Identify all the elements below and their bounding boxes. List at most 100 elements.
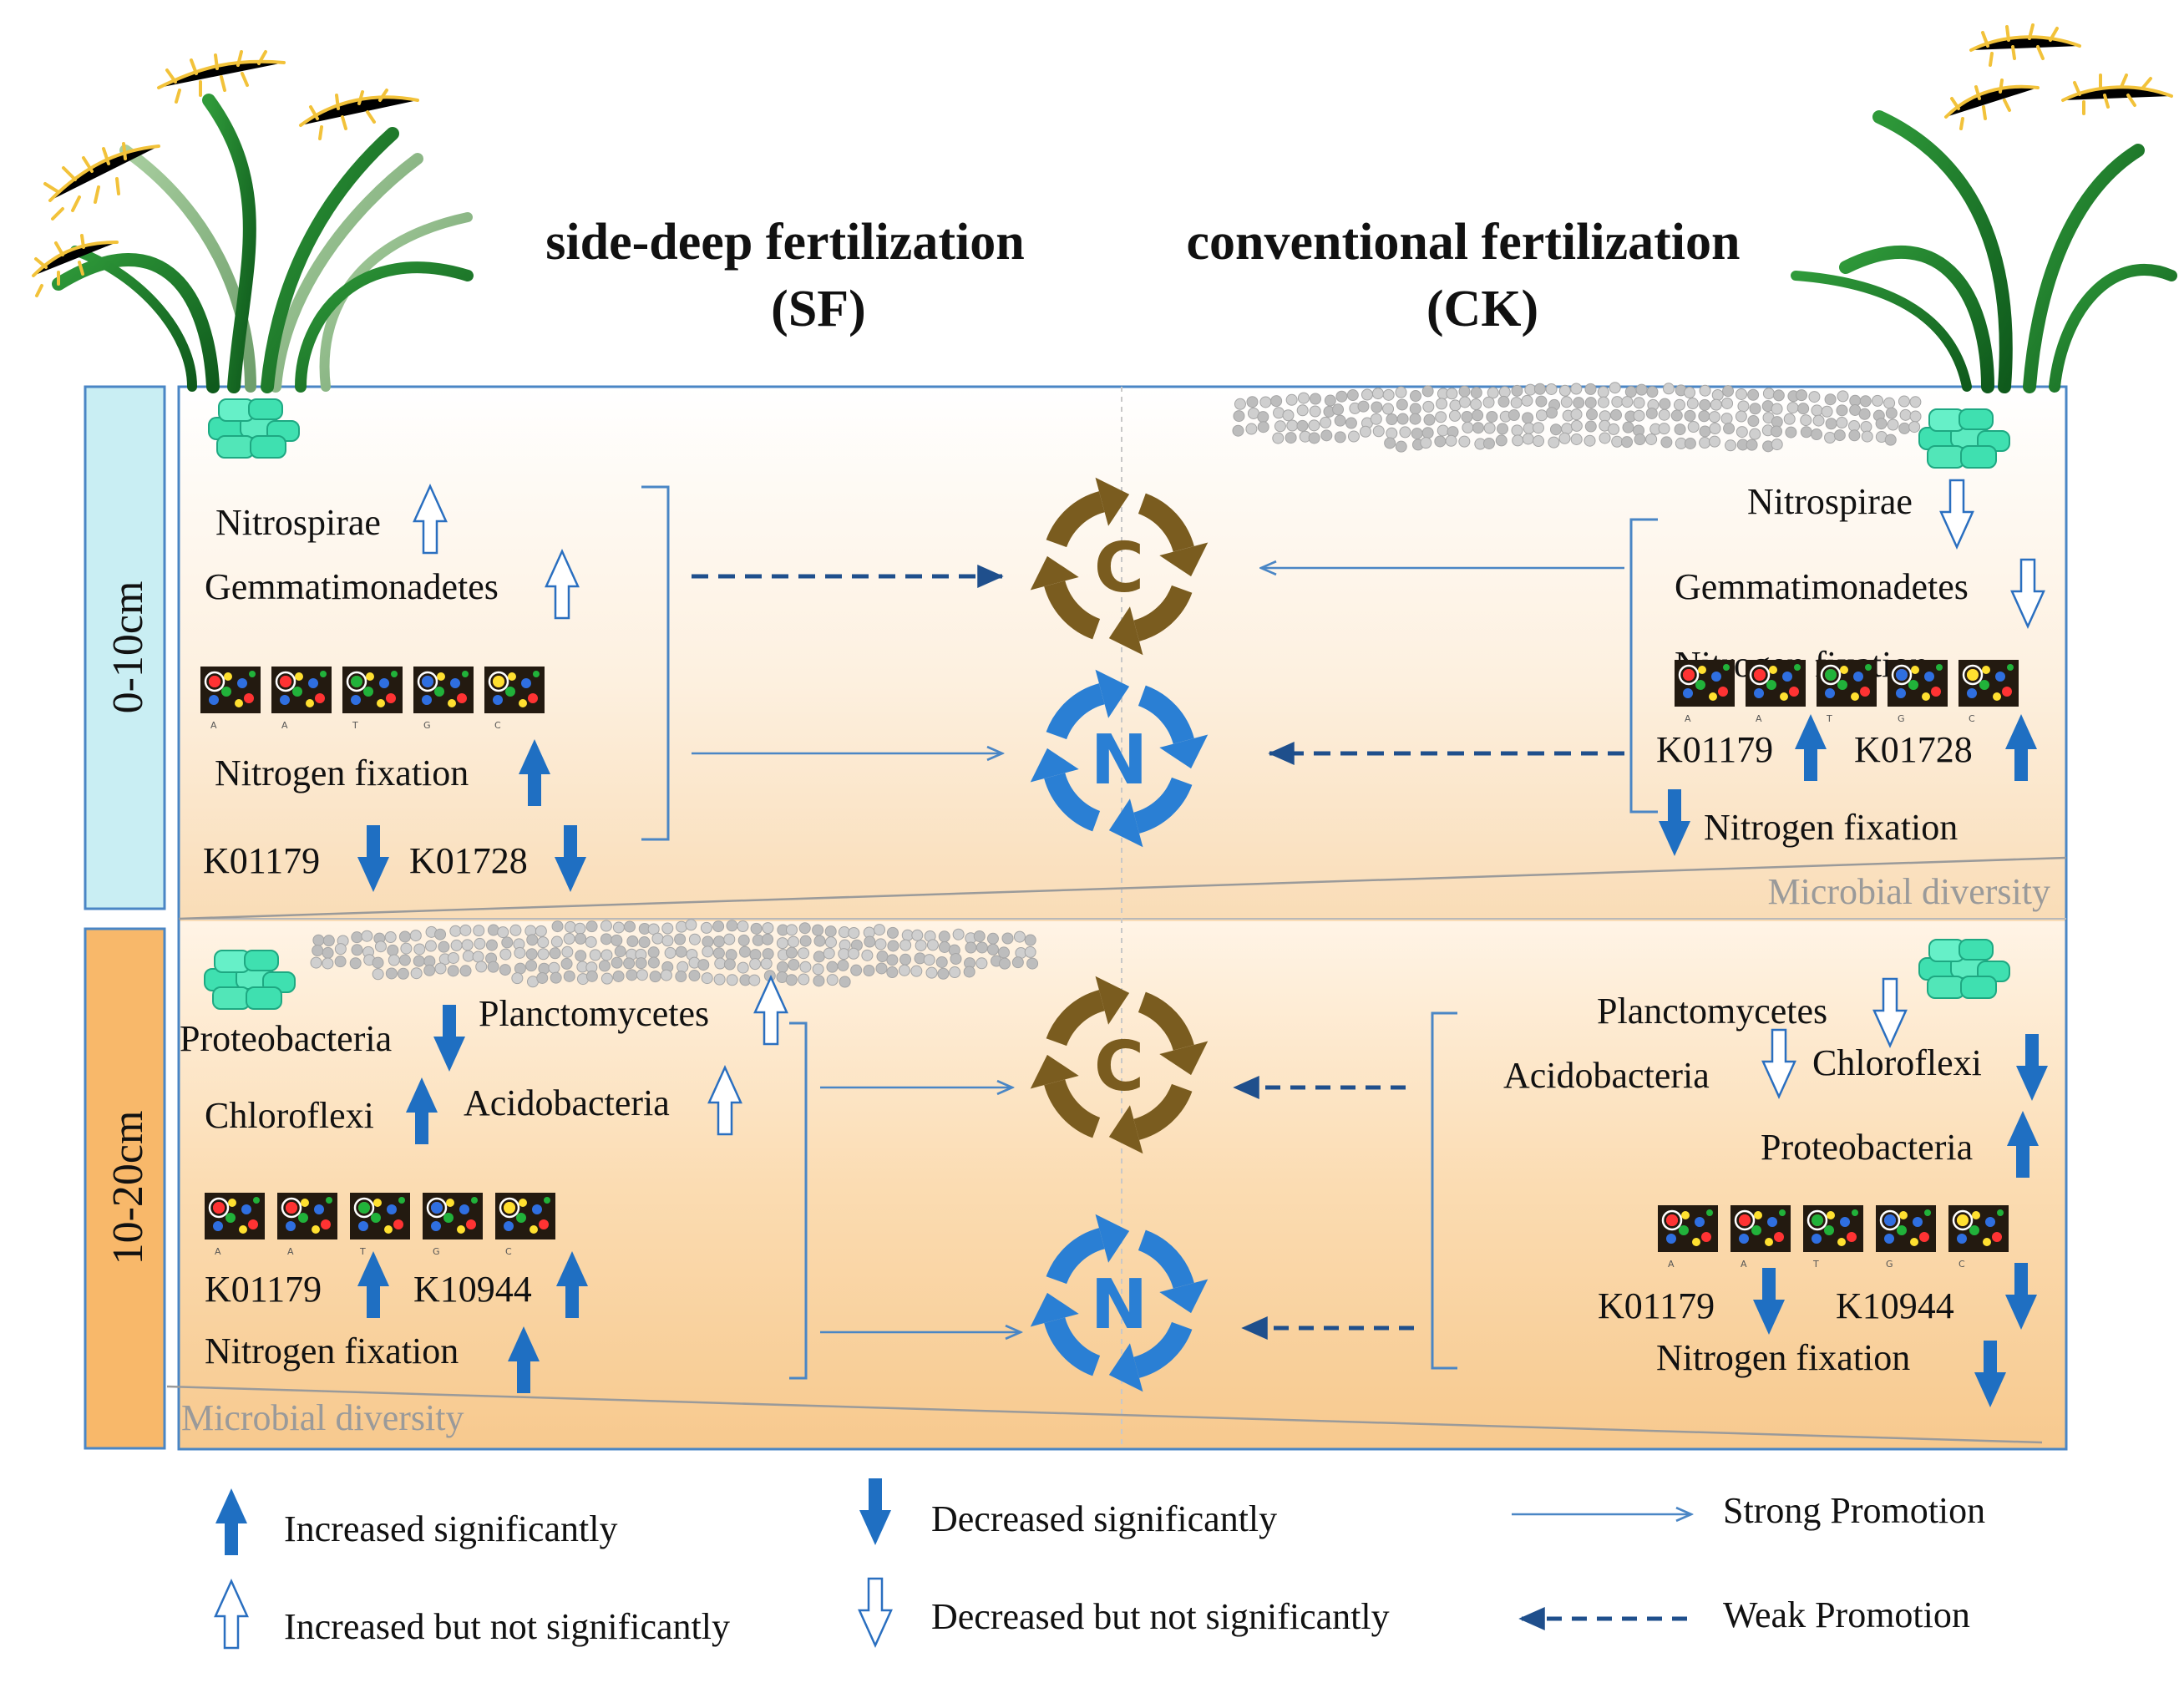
dna-letter: A xyxy=(287,1246,294,1257)
gene-chip-icon xyxy=(200,667,261,713)
sf-bottom-function: Nitrogen fixation xyxy=(205,1331,459,1371)
ck-top-group: Nitrospirae Gemmatimonadetes Nitrogen fi… xyxy=(1261,479,2051,912)
nitrogen-cycle-icon: N xyxy=(1030,1214,1209,1392)
rice-plant-ck-icon xyxy=(1791,23,2177,393)
diversity-wedge-top xyxy=(178,856,2067,920)
dna-letter: A xyxy=(1685,713,1691,724)
sf-bottom-gene-k01179: K01179 xyxy=(205,1269,322,1310)
gene-chip-icon xyxy=(1948,1205,2009,1252)
bracket xyxy=(1431,1011,1457,1370)
gene-chip-icon xyxy=(205,1193,265,1239)
rice-plant-sf-icon xyxy=(32,50,474,393)
legend-decreased-not-significantly: Decreased but not significantly xyxy=(931,1596,1390,1637)
sf-top-taxon-gemmatimonadetes: Gemmatimonadetes xyxy=(205,566,499,607)
ck-top-taxon-nitrospirae: Nitrospirae xyxy=(1747,481,1913,522)
gene-chip-icon xyxy=(342,667,403,713)
dna-letter: G xyxy=(1886,1259,1893,1270)
dna-letter: A xyxy=(1741,1259,1747,1270)
fertilizer-pellets-ck-icon xyxy=(1232,382,1922,453)
sf-top-gene-k01179: K01179 xyxy=(203,840,320,881)
ck-bottom-gene-k01179: K01179 xyxy=(1598,1285,1715,1326)
bracket xyxy=(641,485,670,841)
ck-title: conventional fertilization xyxy=(1187,214,1741,271)
gene-chip-icon xyxy=(350,1193,410,1239)
ck-bottom-taxon-acidobacteria: Acidobacteria xyxy=(1503,1055,1710,1096)
carbon-cycle-icon-letter: C xyxy=(1094,1027,1144,1107)
soil-panel xyxy=(166,385,2068,1451)
ck-bottom-group: Planctomycetes Acidobacteria Chloroflexi… xyxy=(1233,977,2048,1407)
gene-chip-icon xyxy=(1730,1205,1791,1252)
sf-top-function: Nitrogen fixation xyxy=(215,753,469,793)
gene-chip-icon xyxy=(1888,660,1948,707)
ck-top-function: Nitrogen fixation xyxy=(1704,807,1958,848)
bracket xyxy=(789,1021,808,1380)
gene-chip-icon xyxy=(413,667,474,713)
gene-chip-icon xyxy=(423,1193,483,1239)
dna-letter: C xyxy=(1969,713,1975,724)
ck-bottom-taxon-proteobacteria: Proteobacteria xyxy=(1761,1127,1973,1168)
dna-letter: T xyxy=(359,1246,366,1257)
sf-top-gene-k01728: K01728 xyxy=(409,840,528,881)
gene-chip-icon xyxy=(1817,660,1877,707)
dna-letter: A xyxy=(1756,713,1762,724)
sf-bottom-taxon-planctomycetes: Planctomycetes xyxy=(479,993,709,1034)
sf-bottom-gene-k10944: K10944 xyxy=(413,1269,532,1310)
dna-letter: C xyxy=(1959,1259,1965,1270)
sf-bottom-group: Proteobacteria Planctomycetes Chloroflex… xyxy=(180,976,1021,1438)
cycles-group: C N C N xyxy=(1030,477,1209,1392)
carbon-cycle-icon: C xyxy=(1030,976,1209,1154)
legend: Increased significantly Increased but no… xyxy=(214,1478,1985,1650)
gene-chip-icon xyxy=(484,667,545,713)
dna-letter: A xyxy=(1668,1259,1675,1270)
ck-bottom-gene-k10944: K10944 xyxy=(1836,1285,1954,1326)
legend-hollow-down-icon xyxy=(858,1577,893,1647)
gene-chip-icon xyxy=(1658,1205,1718,1252)
ck-top-gene-k01179: K01179 xyxy=(1656,729,1773,770)
dna-letter: C xyxy=(494,720,501,731)
depth-band-top xyxy=(84,385,166,910)
gene-chip-icon xyxy=(1675,660,1735,707)
ck-bottom-taxon-planctomycetes: Planctomycetes xyxy=(1597,991,1827,1032)
sf-bottom-taxon-chloroflexi: Chloroflexi xyxy=(205,1095,374,1136)
ck-top-diversity-label: Microbial diversity xyxy=(1768,871,2051,912)
sf-bottom-diversity-label: Microbial diversity xyxy=(181,1397,464,1438)
ck-bottom-function: Nitrogen fixation xyxy=(1656,1337,1910,1378)
legend-weak-promotion: Weak Promotion xyxy=(1723,1594,1970,1635)
gene-chip-icon xyxy=(1959,660,2019,707)
gene-chip-icon xyxy=(1803,1205,1863,1252)
dna-letter: G xyxy=(423,720,431,731)
depth-label-top: 0-10cm xyxy=(104,581,152,714)
ck-bottom-taxon-chloroflexi: Chloroflexi xyxy=(1812,1042,1982,1083)
nitrogen-cycle-icon-letter: N xyxy=(1091,1265,1148,1345)
legend-decreased-significantly: Decreased significantly xyxy=(931,1498,1277,1539)
carbon-cycle-icon: C xyxy=(1030,477,1209,656)
dna-letter: A xyxy=(210,720,217,731)
dna-letter: G xyxy=(433,1246,440,1257)
legend-filled-up-icon xyxy=(215,1488,247,1555)
legend-increased-significantly: Increased significantly xyxy=(284,1508,618,1549)
dna-letter: G xyxy=(1898,713,1905,724)
sf-title-abbr: (SF) xyxy=(771,281,866,337)
dna-letter: T xyxy=(352,720,358,731)
nitrogen-cycle-icon-letter: N xyxy=(1091,721,1148,800)
depth-label-bottom: 10-20cm xyxy=(104,1111,152,1265)
gene-chip-icon xyxy=(1746,660,1806,707)
dna-letter: T xyxy=(1812,1259,1819,1270)
dna-letter: C xyxy=(505,1246,512,1257)
fertilizer-pellets-sf-icon xyxy=(310,919,1039,988)
depth-band-bottom xyxy=(84,927,166,1450)
sf-bottom-taxon-acidobacteria: Acidobacteria xyxy=(464,1082,670,1123)
carbon-cycle-icon-letter: C xyxy=(1094,529,1144,608)
gene-chip-icon xyxy=(495,1193,555,1239)
bracket xyxy=(1629,518,1658,814)
dna-letter: T xyxy=(1826,713,1832,724)
diversity-wedge-bottom xyxy=(166,1385,2043,1444)
ck-top-gene-k01728: K01728 xyxy=(1854,729,1973,770)
nitrogen-cycle-icon: N xyxy=(1030,669,1209,848)
dna-letter: A xyxy=(215,1246,221,1257)
legend-filled-down-icon xyxy=(859,1478,891,1545)
sf-top-taxon-nitrospirae: Nitrospirae xyxy=(215,502,381,543)
